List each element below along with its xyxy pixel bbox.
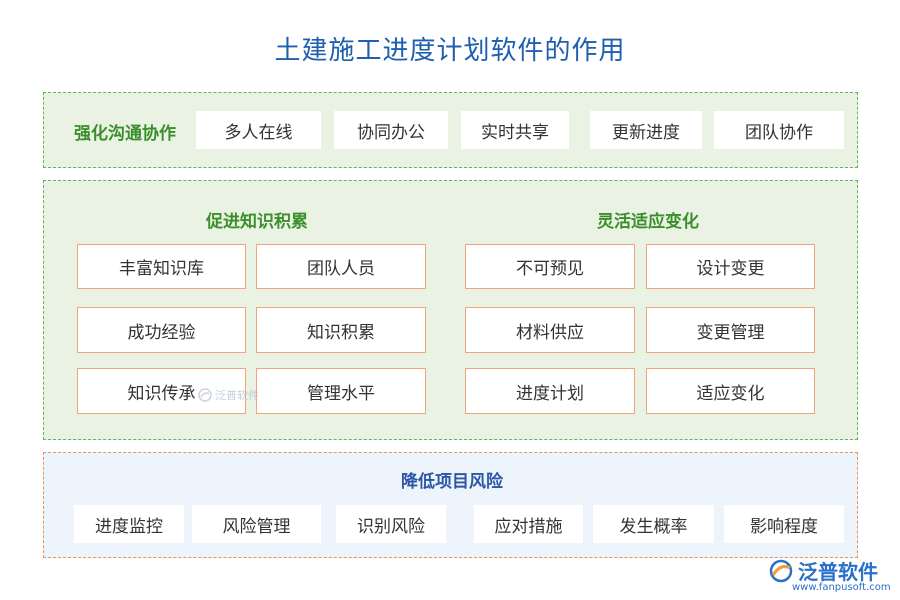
knowledge-item: 知识传承 [77,368,246,414]
communication-item: 协同办公 [334,111,448,149]
risk-item: 风险管理 [192,505,321,543]
risk-item: 应对措施 [474,505,583,543]
adapt-item: 进度计划 [465,368,635,414]
communication-item: 更新进度 [590,111,702,149]
knowledge-item: 团队人员 [256,244,426,289]
communication-item: 团队协作 [714,111,844,149]
brand-url: www.fanpusoft.com [792,582,891,593]
risk-item: 影响程度 [724,505,844,543]
communication-item: 实时共享 [461,111,569,149]
knowledge-item: 成功经验 [77,307,246,353]
watermark: 泛普软件 [198,387,259,403]
communication-item: 多人在线 [196,111,321,149]
risk-item: 识别风险 [336,505,446,543]
risk-label: 降低项目风险 [401,472,503,492]
fanpu-watermark-icon [198,388,212,402]
communication-label: 强化沟通协作 [74,124,176,144]
brand-name: 泛普软件 [798,560,878,584]
adapt-item: 材料供应 [465,307,635,353]
knowledge-item: 知识积累 [256,307,426,353]
fanpu-logo-icon [769,559,793,582]
brand-logo: 泛普软件 [768,556,878,585]
risk-item: 进度监控 [74,505,184,543]
adapt-item: 适应变化 [646,368,815,414]
knowledge-label: 促进知识积累 [206,212,308,232]
watermark-text: 泛普软件 [215,389,259,402]
adapt-item: 不可预见 [465,244,635,289]
risk-item: 发生概率 [593,505,714,543]
page-title: 土建施工进度计划软件的作用 [274,36,626,66]
knowledge-item: 丰富知识库 [77,244,246,289]
adapt-item: 变更管理 [646,307,815,353]
adapt-item: 设计变更 [646,244,815,289]
adapt-label: 灵活适应变化 [597,212,699,232]
knowledge-item: 管理水平 [256,368,426,414]
